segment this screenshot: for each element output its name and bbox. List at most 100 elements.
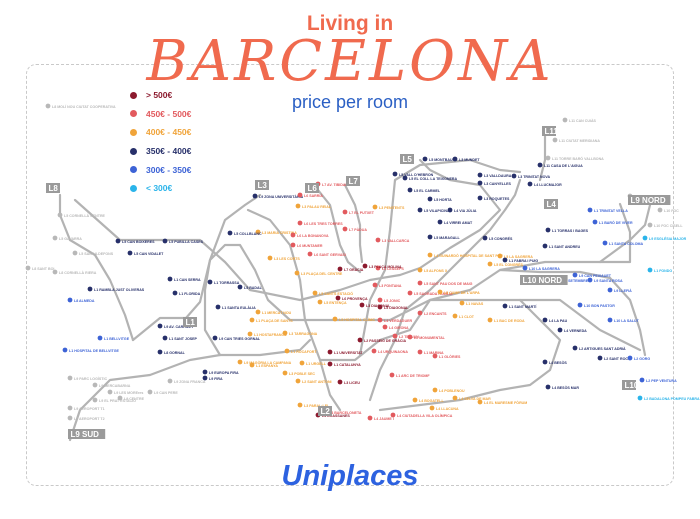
station: L9 CENTRE [117,395,145,401]
station-label: L5 HORTA [434,198,452,202]
station-label: L3 TARRAGONA [289,332,318,336]
station-label: L9 SANTA ROSA [594,279,623,283]
station: L5 LA SAGRERA [497,253,533,259]
station: L4 GUINARDÓ HOSPITAL DE SANT PAU [427,252,503,258]
map-frame [26,64,674,486]
station-dot [52,269,58,275]
station-dot [637,395,643,401]
station-dot [297,402,303,408]
station-label: L3 FONTANA [379,284,402,288]
station: L5 ENTENÇA [317,299,347,305]
station-dot [255,309,261,315]
station-dot [367,415,373,421]
station-label: L3 PLAÇA DEL CENTRE [301,272,343,276]
station: L5 SANTS ESTACIÓ [312,290,353,296]
station: L6 PROVENÇA [335,295,368,301]
station-label: L2 ENCANTS [424,312,447,316]
station-dot [477,180,483,186]
line-tag: L2 [318,406,332,416]
station: L1 HOSPITAL DE BELLVITGE [62,347,120,353]
station-label: L5 SANT PAU DOS DE MAIG [424,282,473,286]
station-label: L1 MARINA [424,351,444,355]
station-label: L5 COLLBLANC [234,232,262,236]
legend-label: 450€ - 500€ [146,108,192,119]
station-dot [115,238,121,244]
station: L3 LESSEPS [375,265,404,271]
station-dot [459,300,465,306]
legend-dot [130,184,137,192]
station-dot [92,382,98,388]
station-dot [252,193,258,199]
station-dot [294,270,300,276]
station-dot [127,250,133,256]
station: L1 HOSTAFRANCS [247,331,287,337]
station: L1 UNIVERSITAT [327,349,363,355]
station: L11 CASA DE L'AIGUA [537,162,583,168]
station: L3 VALLDAURA [477,172,512,178]
station-dot [429,405,435,411]
station-dot [657,207,663,213]
station-dot [107,389,113,395]
station: L5 SANT PAU DOS DE MAIG [417,280,473,286]
station: L2 ARTIGUES SANT ADRIÀ [572,345,626,351]
station: L8 MOLÍ NOU CIUTAT COOPERATIVA [45,103,116,109]
station: L4 EL MARESME FÒRUM [477,399,527,405]
station-dot [25,265,31,271]
station-label: L7 GRÀCIA [344,267,364,272]
station-label: L5 CONGRÉS [489,236,513,241]
station: L3 PARAL·LEL [297,402,330,408]
line-tag-box [542,126,556,136]
station: L5 COLLBLANC [227,230,262,236]
station: L3 CANYELLES [477,180,512,186]
station-label: L8 GORNAL [164,351,186,355]
line-tag-box [305,183,319,193]
station-label: L4 LLACUNA [436,407,459,411]
station-dot [117,395,123,401]
station-dot [267,255,273,261]
station: L3 FONTANA [372,282,402,288]
title-city: BARCELONA [146,29,554,94]
station-label: L11 TORRE BARÓ VALLBONA [552,156,604,161]
station-label: L3 LICEU [344,381,360,385]
station-label: L2 ARTIGUES SANT ADRIÀ [579,346,626,351]
line-l7 [343,183,364,264]
station-label: L1 SANT MARTÍ [509,304,537,309]
line-tag-box [68,429,106,439]
station-dot [437,219,443,225]
station-dot [482,235,488,241]
station-dot [284,348,290,354]
station-label: L5 EL CONGRÉS [494,262,523,267]
station: L1 CATALUNYA [327,361,361,367]
station-label: L4 BARCELONETA [329,411,362,415]
station-label: L5 LA SAGRERA [504,255,533,259]
station: L5 ALFONS X [417,267,448,273]
station-dot [417,267,423,273]
station-dot [342,209,348,215]
station: L3 ROQUETES [477,195,510,201]
station-dot [67,415,73,421]
station-label: L9 AEROPORT T1 [74,407,105,411]
station: L8 SANT BOI [25,265,54,271]
station: L5 HOSPITAL CLÍNIC [332,316,375,322]
station-label: L3 ROQUETES [484,197,510,201]
station-label: L5 ENTENÇA [324,301,347,305]
station: L2 PEP VENTURA [639,377,677,383]
station: L9 ZONA FRANCA [167,378,206,384]
legend-dot [130,110,137,118]
station: L3 POBLE SEC [282,370,315,376]
station-label: L1 SANT JOSEP [169,337,198,341]
station-dot [312,290,318,296]
station-dot [377,297,383,303]
station: L1 TRINITAT VELLA [587,207,628,213]
station-dot [502,303,508,309]
station-label: L9 LLEFIÀ [614,288,632,293]
legend-dot [130,147,137,155]
station: L7 EL PUTXET [342,209,375,215]
station-label: L9 PARC LOGÍSTIC [74,376,107,381]
station-label: L1 GLÒRIES [439,354,461,359]
line-l1-west [68,238,135,342]
station-label: L1 BAC DE RODA [494,319,525,323]
station: L5 EL COLL LA TEIXONERA [402,175,457,181]
station-label: L10 BON PASTOR [584,304,615,308]
station-dot [157,349,163,355]
